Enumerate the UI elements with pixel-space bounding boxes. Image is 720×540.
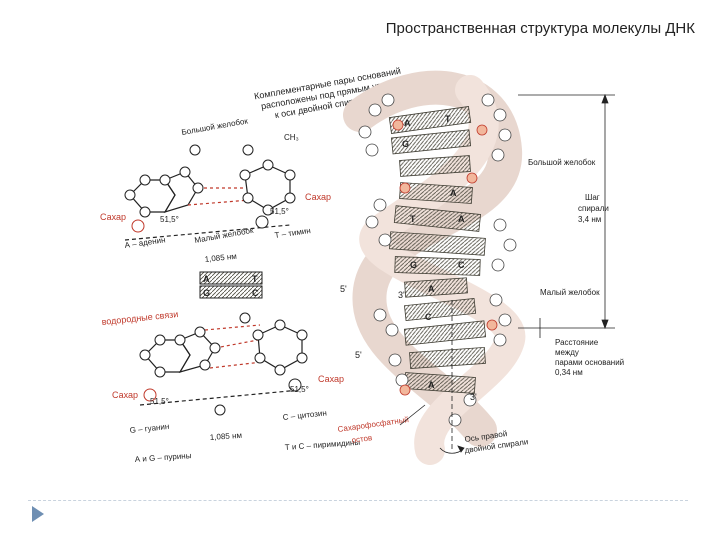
adenine-label: А – аденин (124, 235, 166, 250)
base-distance-1: Расстояние (555, 338, 599, 347)
helix-slabs (388, 106, 487, 394)
helix-base-left-0: A (404, 118, 411, 128)
pitch-dimension (518, 93, 615, 338)
slab-label-a: A (203, 274, 210, 284)
helix-base-left-3: T (410, 214, 416, 224)
major-groove-left-label: Большой желобок (181, 116, 249, 137)
distance-1-label: 1,085 нм (204, 252, 237, 264)
guanine-label: G – гуанин (129, 422, 169, 435)
cytosine-label: С – цитозин (282, 408, 327, 422)
base-distance-4: 0,34 нм (555, 368, 583, 377)
helix-base-left-1: G (402, 139, 409, 149)
helix-base-left-6: A (428, 284, 435, 294)
distance-2-label: 1,085 нм (210, 431, 243, 442)
minor-groove-left-label: Малый желобок (194, 226, 255, 245)
angle-b: 51,5° (270, 207, 289, 216)
base-distance-3: парами оснований (555, 358, 624, 367)
helix-base-right-3: A (458, 214, 465, 224)
at-pair-structure (124, 164, 291, 241)
sugar-label-gc-left: Сахар (112, 390, 138, 400)
helix-base-left-5: G (410, 260, 417, 270)
next-slide-arrow-icon[interactable] (32, 506, 44, 522)
thymine-label: Т – тимин (274, 226, 311, 240)
gc-atoms (139, 312, 308, 416)
pitch-label-1: Шаг (585, 193, 600, 202)
end-3-top: 3' (398, 290, 405, 300)
helix-base-left-7: C (425, 312, 432, 322)
end-5-top: 5' (340, 284, 347, 294)
backbone-label-1: Сахарофосфатный (337, 415, 409, 434)
ch3-label: CH₃ (284, 133, 299, 142)
sugar-label-at-left: Сахар (100, 212, 126, 222)
pitch-label-2: спирали (578, 204, 609, 213)
backbone-pointer (399, 404, 426, 426)
helix-base-right-0: T (445, 114, 451, 124)
pitch-label-3: 3,4 нм (578, 215, 601, 224)
angle-a: 51,5° (160, 215, 179, 224)
helix-axis (439, 300, 465, 454)
minor-groove-right-label: Малый желобок (540, 288, 600, 297)
helix-base-right-2: A (450, 188, 457, 198)
purines-label: А и G – пурины (135, 451, 192, 464)
slab-label-c: C (252, 288, 259, 298)
hydrogen-bonds-label: водородные связи (101, 309, 179, 327)
helix-highlight-atoms (392, 119, 498, 396)
end-5-bottom: 5' (355, 350, 362, 360)
backbone-label-2: остов (351, 433, 373, 445)
helix-atoms (358, 93, 517, 427)
slab-label-g: G (203, 288, 210, 298)
major-groove-right-line: Большой желобок (528, 158, 596, 167)
footer-divider (28, 500, 688, 501)
end-3-bottom: 3' (470, 392, 477, 402)
base-distance-2: между (555, 348, 579, 357)
at-atoms (124, 144, 296, 233)
sugar-label-at-right: Сахар (305, 192, 331, 202)
pyrimidines-label: Т и С – пиримидины (285, 438, 361, 452)
pair-slab-legend (199, 271, 263, 299)
helix-base-right-5: C (458, 260, 465, 270)
angle-c: 51,5° (150, 397, 169, 406)
angle-d: 51,5° (290, 385, 309, 394)
sugar-label-gc-right: Сахар (318, 374, 344, 384)
helix-base-left-9: A (428, 380, 435, 390)
slide-title: Пространственная структура молекулы ДНК (385, 20, 695, 37)
slab-label-t: T (252, 274, 258, 284)
